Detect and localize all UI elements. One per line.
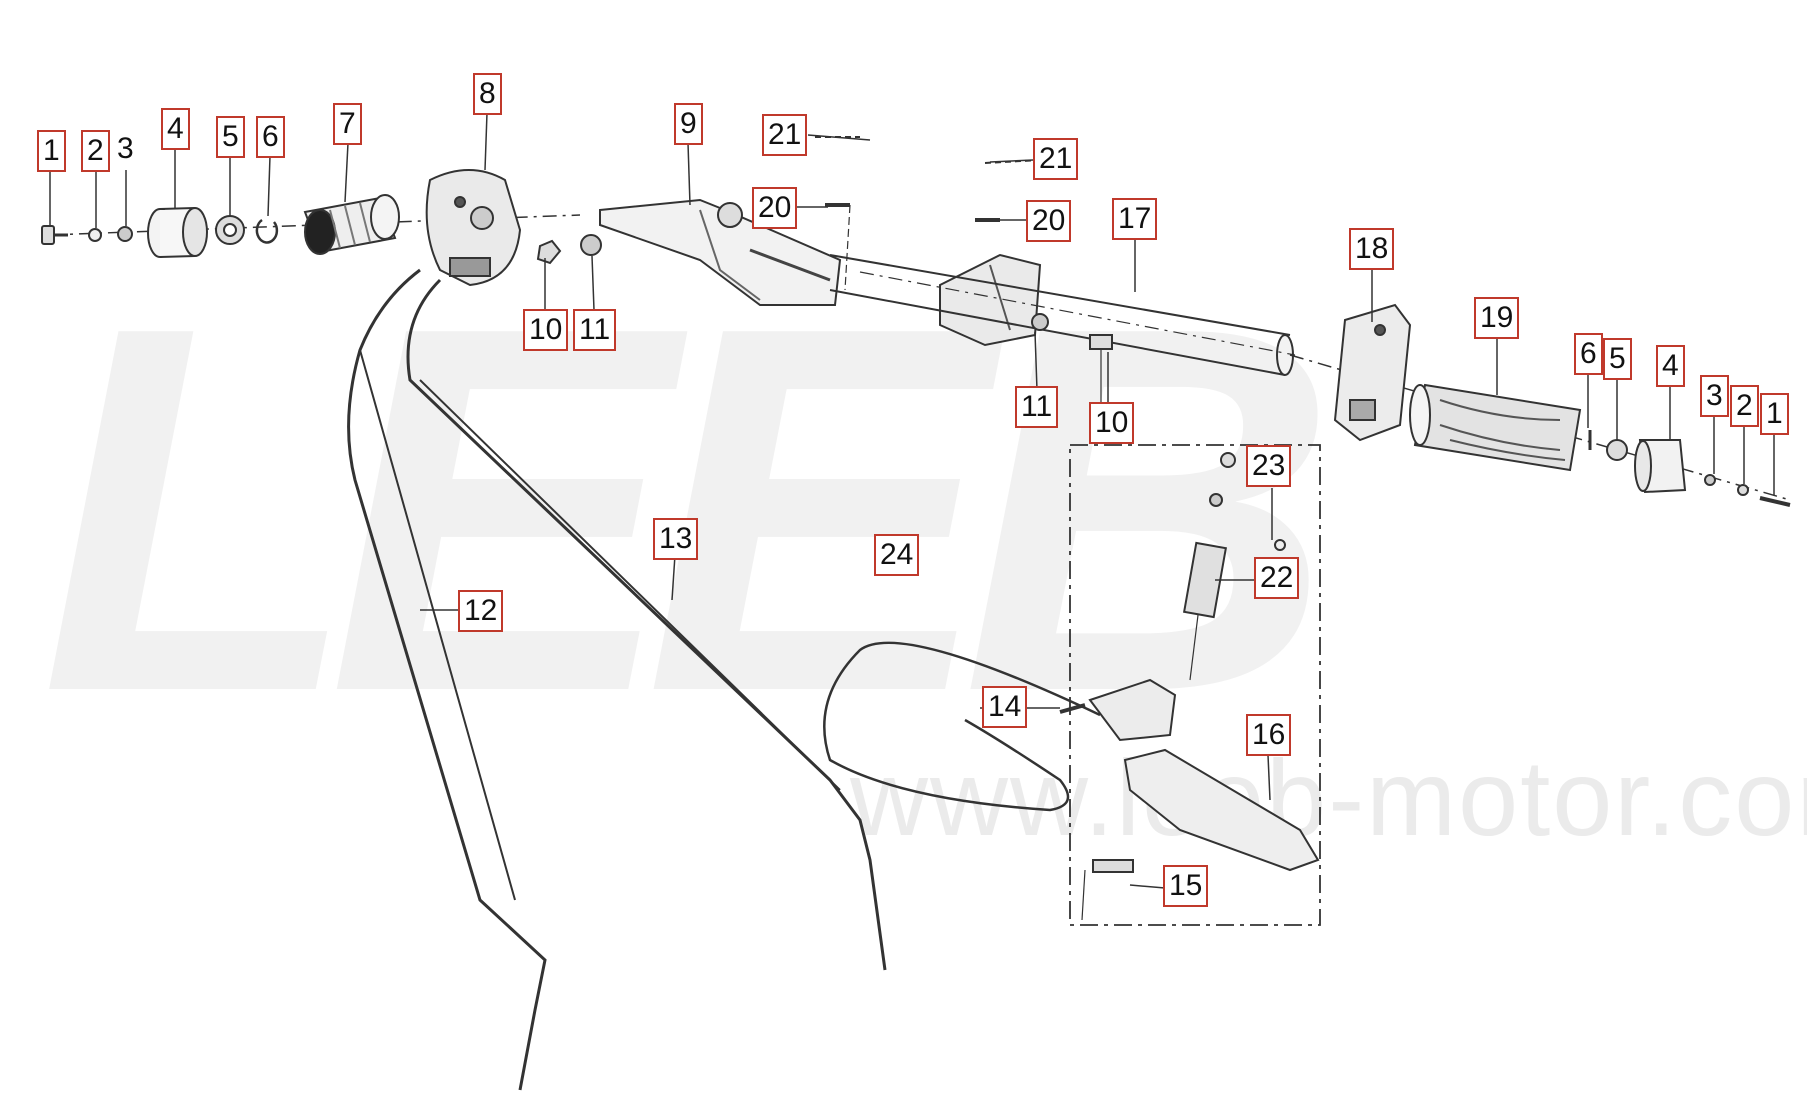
callout-17: 17 [1112,198,1158,240]
callout-12: 12 [458,590,504,632]
callout-3-left: 3 [111,128,140,170]
part-7-throttle-grip [303,194,400,255]
part-16-lever [1123,748,1320,872]
callout-10-left: 10 [523,309,569,351]
leader-lines [49,112,1775,889]
callout-11-right: 11 [1015,386,1059,428]
part-3-right-washer [1704,474,1716,486]
part-18-right-switch [1333,303,1412,442]
callout-13: 13 [653,518,699,560]
callout-4-left: 4 [161,108,190,150]
part-2-right-washer [1737,484,1749,496]
part-1-left-bolt [41,225,68,245]
watermark-logo: LEEB [40,219,1337,800]
callout-10-right: 10 [1089,402,1135,444]
part-22-switch [1182,541,1228,681]
part-10-left-nut [536,239,562,265]
watermark-url: www.leeb-motor.com [850,737,1807,858]
part-13-cable [406,278,887,971]
callout-21-left: 21 [762,114,808,156]
callout-22: 22 [1254,557,1300,599]
callout-1-left: 1 [37,130,66,172]
callout-5-left: 5 [216,116,245,158]
part-5-right-bushing [1606,439,1628,461]
callout-11-left: 11 [573,309,617,351]
callout-9: 9 [674,103,703,145]
part-23-screw [1209,452,1286,551]
handlebar-clamp [939,253,1042,347]
part-14-lever-bracket [1059,678,1177,742]
part-17-handlebar-tube [829,254,1296,376]
callout-5-right: 5 [1603,338,1632,380]
callout-2-right: 2 [1730,385,1759,427]
callout-4-right: 4 [1656,345,1685,387]
callout-14: 14 [982,686,1028,728]
part-6-left-clip [255,218,279,244]
callout-6-right: 6 [1574,333,1603,375]
callout-1-right: 1 [1760,393,1789,435]
callout-19: 19 [1474,297,1520,339]
part-10-right-bolt [1089,334,1113,410]
part-4-left-bar-end [147,207,208,258]
callout-21-right: 21 [1033,138,1079,180]
part-8-switch-housing [425,169,522,287]
callout-15: 15 [1163,865,1209,907]
callout-23: 23 [1246,445,1292,487]
callout-8: 8 [473,73,502,115]
part-19-right-grip [1409,383,1582,472]
part-4-right-bar-end [1634,439,1687,494]
part-15-pin [1081,859,1134,921]
callout-16: 16 [1246,714,1292,756]
part-3-left-washer [117,226,133,242]
callout-20-right: 20 [1026,200,1072,242]
part-24-clutch-cable [823,641,1101,812]
callout-3-right: 3 [1700,375,1729,417]
part-11-left-washer [580,234,602,256]
part-11-right-washer [1031,313,1049,331]
lever-assembly-box [1069,444,1321,926]
part-5-left-bushing [215,215,245,245]
callout-7: 7 [333,103,362,145]
part-1-right-bolt [1759,496,1791,507]
callout-18: 18 [1349,228,1395,270]
callout-24: 24 [874,534,920,576]
callout-2-left: 2 [81,130,110,172]
callout-6-left: 6 [256,116,285,158]
part-12-throttle-cable [347,268,547,1091]
callout-20-left: 20 [752,187,798,229]
part-2-left-washer [88,228,102,242]
part-9-bracket [599,198,842,306]
